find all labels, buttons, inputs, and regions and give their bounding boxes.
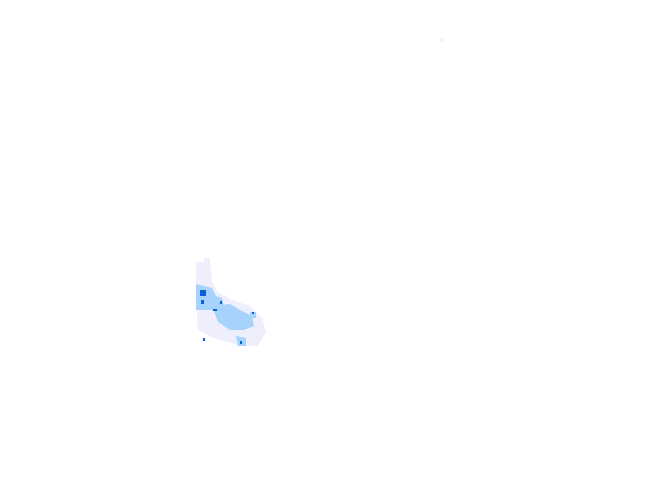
strong-area	[200, 290, 254, 344]
faint-area	[196, 38, 443, 346]
